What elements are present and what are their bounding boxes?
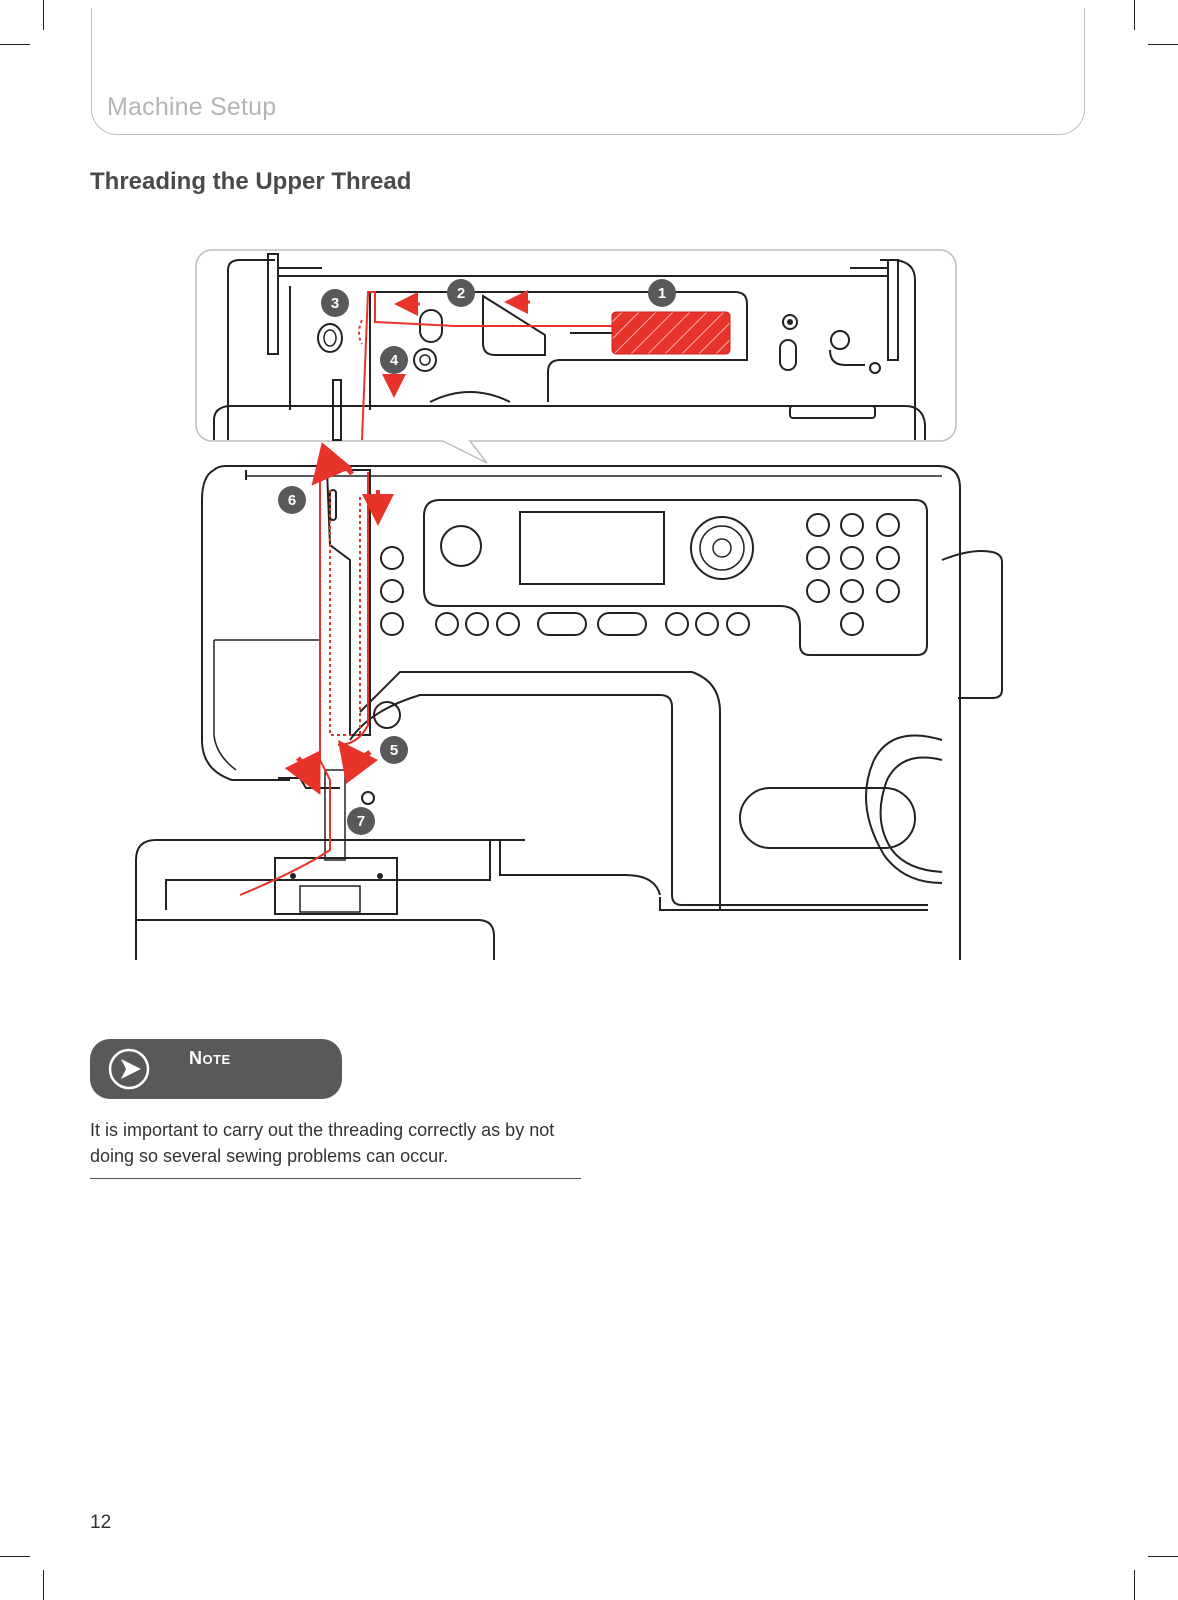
svg-text:5: 5 <box>390 742 398 759</box>
page-number: 12 <box>90 1512 112 1533</box>
top-view-callout <box>195 249 957 464</box>
note-text: It is important to carry out the threadi… <box>90 1120 555 1166</box>
play-arrow-icon <box>108 1048 150 1090</box>
step-badge-3: 3 <box>321 289 349 317</box>
step-badge-5: 5 <box>380 736 408 764</box>
crop-mark <box>43 0 44 30</box>
svg-text:3: 3 <box>331 295 339 312</box>
crop-mark <box>0 44 30 45</box>
step-badge-6: 6 <box>278 486 306 514</box>
divider <box>90 1178 581 1179</box>
control-panel <box>373 499 928 729</box>
crop-mark <box>1148 1556 1178 1557</box>
svg-text:1: 1 <box>658 285 666 302</box>
crop-mark <box>0 1556 30 1557</box>
section-title: Threading the Upper Thread <box>90 168 412 195</box>
step-badge-4: 4 <box>380 346 408 374</box>
step-badge-7: 7 <box>347 807 375 835</box>
header-frame <box>91 8 1085 135</box>
note-banner: Note <box>90 1039 342 1099</box>
note-label: Note <box>189 1048 231 1068</box>
crop-mark <box>1148 44 1178 45</box>
needle-assembly <box>239 442 398 915</box>
threading-diagram: 1 2 3 4 5 6 7 <box>135 249 1003 960</box>
svg-text:2: 2 <box>457 285 465 302</box>
crop-mark <box>1134 1570 1135 1600</box>
step-badge-2: 2 <box>447 279 475 307</box>
svg-text:6: 6 <box>288 492 296 509</box>
step-badges: 1 2 3 4 5 6 7 <box>278 279 676 835</box>
crop-mark <box>1134 0 1135 30</box>
step-badge-1: 1 <box>648 279 676 307</box>
running-header: Machine Setup <box>107 93 277 121</box>
machine-body <box>135 465 1003 960</box>
svg-text:4: 4 <box>390 352 399 369</box>
svg-text:7: 7 <box>357 813 365 830</box>
crop-mark <box>43 1570 44 1600</box>
